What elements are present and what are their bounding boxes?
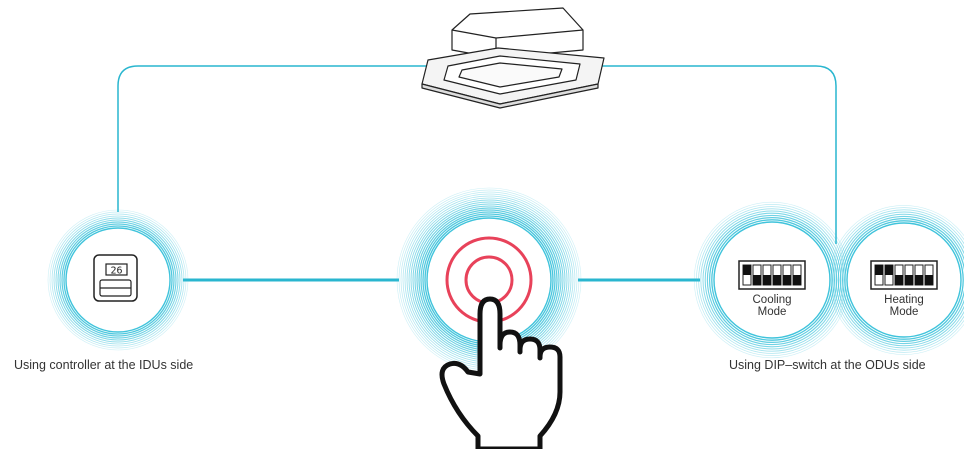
heating-mode-label-line1: Heating [884, 294, 924, 306]
dip-switch-icon [871, 261, 937, 289]
dip-switch-knob [885, 265, 893, 275]
cooling-mode-label-line1: Cooling [753, 294, 792, 306]
caption-odu-dip-switch: Using DIP–switch at the ODUs side [729, 358, 926, 372]
heating-mode-label-line2: Mode [890, 306, 919, 318]
dip-switch-knob [773, 275, 781, 285]
dip-switch-knob [783, 275, 791, 285]
dip-switch-knob [905, 275, 913, 285]
connector-ac-to-right [585, 66, 836, 244]
cooling-mode-label-line2: Mode [758, 306, 787, 318]
caption-idu-controller: Using controller at the IDUs side [14, 358, 193, 372]
dip-switch-knob [743, 265, 751, 275]
dip-switch-knob [753, 275, 761, 285]
dip-switch-knob [763, 275, 771, 285]
dip-switch-knob [925, 275, 933, 285]
dip-switch-knob [915, 275, 923, 285]
dip-switch-knob [895, 275, 903, 285]
cassette-air-conditioner-icon [422, 8, 604, 108]
dip-switch-icon [739, 261, 805, 289]
dip-switch-knob [875, 265, 883, 275]
dip-switch-knob [793, 275, 801, 285]
wall-controller-icon: 26 [94, 255, 137, 301]
controller-display-value: 26 [110, 266, 122, 277]
connector-left-to-ac [118, 66, 440, 212]
